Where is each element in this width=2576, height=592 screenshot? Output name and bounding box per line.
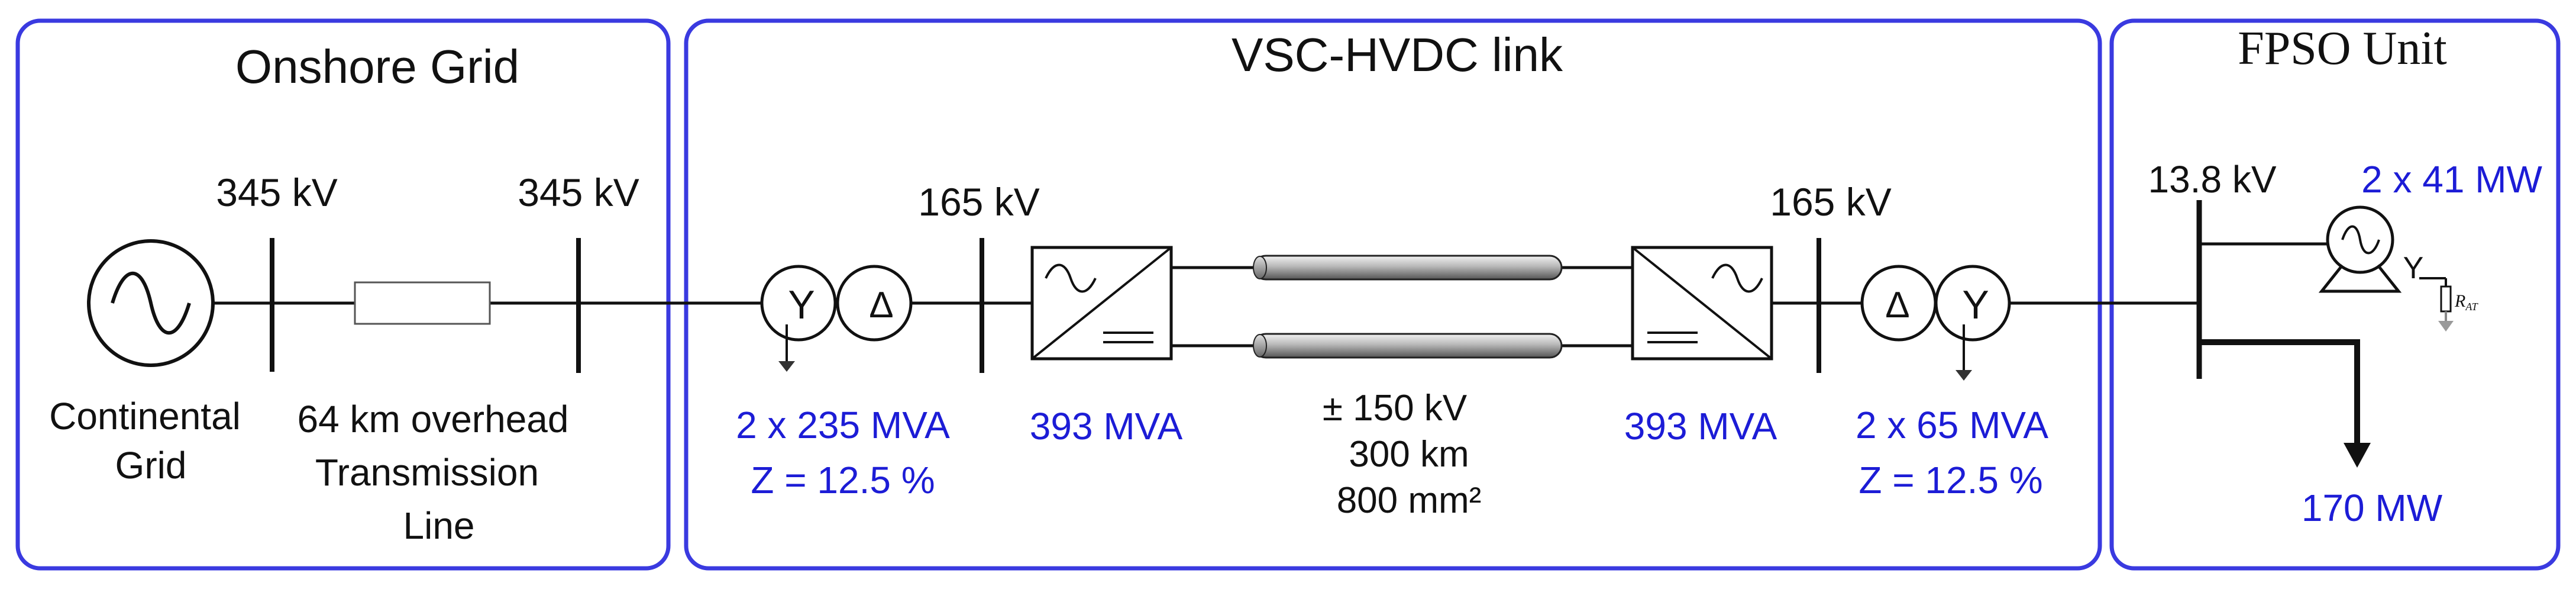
dc-cable-positive (1253, 255, 1563, 281)
vsc-hvdc-box (684, 18, 2102, 571)
grounding-resistor-subscript: AT (2465, 301, 2478, 313)
grounding-resistor-icon (2419, 277, 2454, 332)
transformer-onshore-primary-symbol: Y (788, 282, 815, 327)
onshore-grid-title: Onshore Grid (235, 40, 519, 93)
transformer-onshore-rating: 2 x 235 MVA (736, 404, 950, 446)
transformer-offshore-rating: 2 x 65 MVA (1856, 404, 2048, 446)
converter-onshore-rating: 393 MVA (1030, 405, 1183, 448)
generator-winding-symbol: Y (2403, 251, 2424, 285)
fpso-unit-box (2109, 18, 2561, 571)
generator-rating: 2 x 41 MW (2361, 158, 2542, 201)
line-label-line3: Line (403, 504, 475, 547)
bus-4-voltage: 165 kV (1770, 180, 1891, 224)
bus-3-voltage: 165 kV (918, 180, 1039, 224)
vsc-hvdc-title: VSC-HVDC link (1232, 28, 1563, 81)
converter-offshore-icon (1631, 246, 1773, 361)
generator-icon (2318, 205, 2402, 293)
dc-cable-leads (1171, 266, 1633, 348)
line-label-line2: Transmission (315, 451, 539, 494)
fpso-unit-title: FPSO Unit (2238, 22, 2446, 75)
converter-onshore-icon (1030, 246, 1173, 361)
load-feeder (2199, 339, 2371, 468)
source-label-line2: Grid (115, 444, 187, 487)
cable-cross-section: 800 mm² (1337, 480, 1482, 521)
line-label-line1: 64 km overhead (298, 398, 569, 440)
transformer-offshore-impedance: Z = 12.5 % (1859, 459, 2042, 501)
converter-offshore-rating: 393 MVA (1624, 405, 1777, 448)
transformer-offshore-secondary-symbol: Y (1962, 282, 1989, 327)
dc-cable-negative (1253, 333, 1563, 359)
transformer-onshore-impedance: Z = 12.5 % (751, 459, 935, 501)
onshore-grid-box (15, 18, 671, 571)
source-label-line1: Continental (49, 395, 241, 437)
ac-source-icon (87, 239, 215, 367)
cable-length: 300 km (1349, 434, 1469, 475)
bus-2-voltage: 345 kV (518, 170, 639, 214)
bus-1-voltage: 345 kV (216, 170, 337, 214)
bus-5-voltage: 13.8 kV (2148, 158, 2276, 201)
transmission-line-impedance (354, 281, 491, 325)
load-rating: 170 MW (2302, 487, 2443, 529)
transformer-onshore-secondary-symbol: Δ (869, 285, 893, 326)
transformer-offshore-primary-symbol: Δ (1885, 285, 1909, 326)
cable-voltage: ± 150 kV (1323, 388, 1468, 429)
grounding-resistor-label: RAT (2454, 291, 2479, 313)
